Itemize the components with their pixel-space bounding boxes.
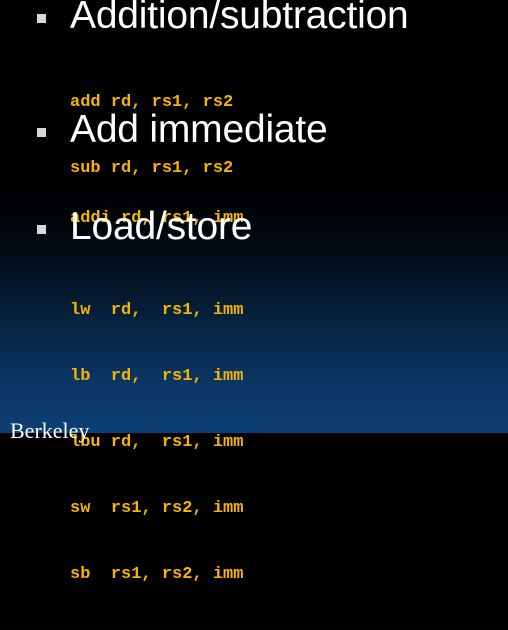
code-line: sw rs1, rs2, imm <box>70 499 244 518</box>
code-line: lb rd, rs1, imm <box>70 367 244 386</box>
section-heading: Add immediate <box>70 108 328 151</box>
bullet-marker <box>37 14 46 23</box>
code-line: lbu rd, rs1, imm <box>70 433 244 452</box>
bullet-marker <box>37 128 46 137</box>
footer-text: Berkeley <box>10 418 90 443</box>
code-block: addi rd, rs1, imm <box>70 164 243 274</box>
section-heading: Load/store <box>70 205 253 248</box>
section-heading: Addition/subtraction <box>70 0 409 37</box>
code-line: addi rd, rs1, imm <box>70 209 244 228</box>
code-block: add rd, rs1, rs2 sub rd, rs1, rs2 <box>70 48 233 224</box>
code-line: add rd, rs1, rs2 <box>70 93 234 112</box>
code-line: sb rs1, rs2, imm <box>70 565 244 584</box>
slide: Addition/subtraction add rd, rs1, rs2 su… <box>37 0 409 584</box>
code-line: sub rd, rs1, rs2 <box>70 159 234 178</box>
code-line: lw rd, rs1, imm <box>70 301 244 320</box>
code-block: lw rd, rs1, imm lb rd, rs1, imm lbu rd, … <box>70 256 243 630</box>
bullet-marker <box>37 225 46 234</box>
